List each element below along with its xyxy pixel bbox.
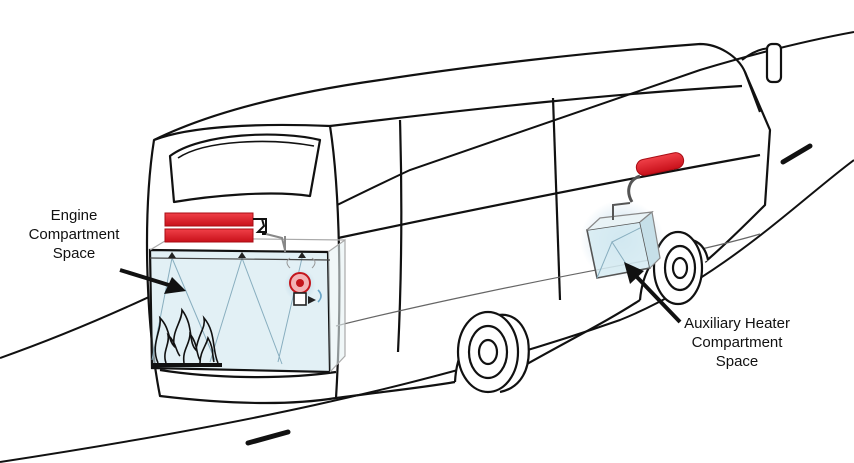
auxiliary-label-line-3: Space <box>715 353 759 370</box>
auxiliary-heater-box-icon <box>580 200 664 280</box>
detector-icon <box>284 236 322 306</box>
engine-label-line-2: Compartment <box>28 226 120 243</box>
fire-icon <box>154 307 219 364</box>
road <box>0 31 854 463</box>
extinguisher-cylinder-icon <box>164 212 286 251</box>
auxiliary-pointer-arrow <box>624 262 682 324</box>
road-lane-markings <box>245 143 813 446</box>
auxiliary-heater-compartment-label: Auxiliary Heater Compartment Space <box>663 314 811 371</box>
extinguisher-cylinder-icon <box>627 152 685 203</box>
auxiliary-label-line-2: Compartment <box>691 334 783 351</box>
engine-label-line-1: Engine <box>50 207 98 224</box>
rear-wheel <box>453 310 530 394</box>
engine-pointer-arrow <box>119 268 186 294</box>
engine-label-line-3: Space <box>52 245 96 262</box>
front-wheel <box>638 230 710 306</box>
engine-compartment <box>148 237 346 374</box>
auxiliary-label-line-1: Auxiliary Heater <box>684 315 790 332</box>
engine-compartment-label: Engine Compartment Space <box>8 206 140 263</box>
spray-nozzle-icon <box>168 252 306 258</box>
